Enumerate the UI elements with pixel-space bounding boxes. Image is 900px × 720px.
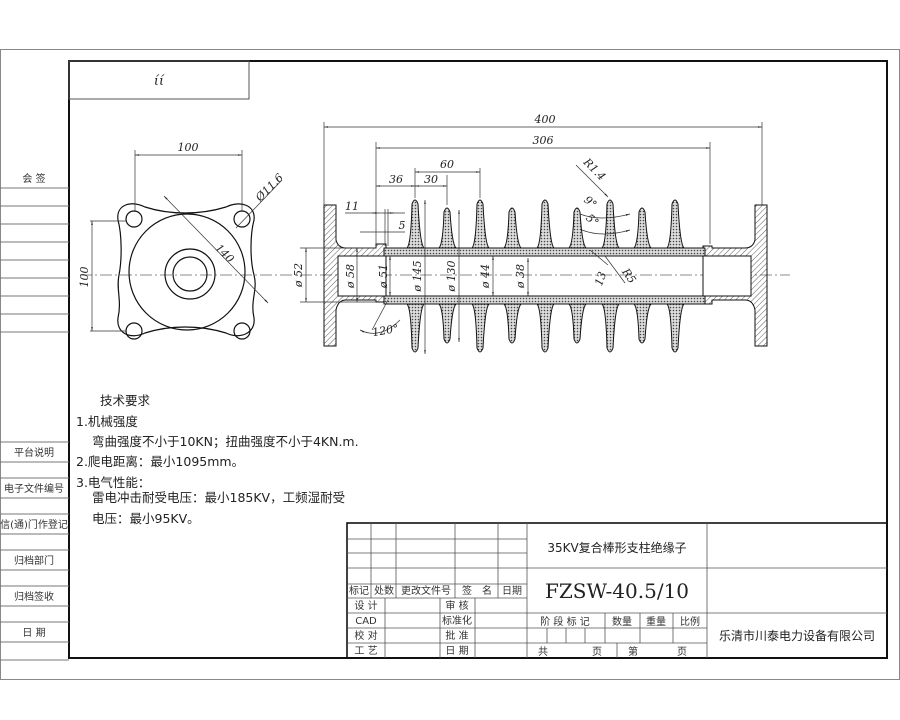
dim-hole: Ø11.6 [252, 171, 286, 205]
dim-11: 11 [345, 200, 359, 213]
requirement-line-6: 电压：最小95KV。 [92, 511, 200, 526]
weight-label: 重量 [646, 615, 666, 628]
total-label: 共 [538, 646, 548, 658]
flange-end-view [117, 203, 256, 340]
requirement-line-1: 1.机械强度 [76, 414, 138, 429]
left-strip-label-2: 电子文件编号 [4, 482, 64, 495]
sheet-page-label: 页 [677, 646, 687, 658]
outer-border [0, 49, 900, 680]
dim-d44: ø 44 [479, 264, 492, 289]
dim-angle: 120° [371, 322, 399, 339]
small-shed-2-upper [502, 207, 523, 249]
small-shed-4-upper [632, 207, 653, 249]
corner-mark-box: ίί [68, 60, 250, 100]
large-shed-3-lower [535, 303, 556, 353]
sign-approve-label: 批 准 [445, 629, 468, 642]
dim-13: 13 [592, 270, 609, 288]
small-shed-1-lower [437, 303, 458, 344]
sign-process-label: 工 艺 [354, 645, 377, 657]
sign-check-label: 校 对 [354, 629, 377, 642]
left-strip-label-5: 归档签收 [14, 590, 54, 603]
dim-d58: ø 58 [344, 264, 357, 289]
dim-shed-pitch: 60 [440, 158, 454, 171]
dim-first-offset: 36 [389, 173, 403, 186]
dim-overall-length: 400 [534, 113, 556, 126]
dim-d145: ø 145 [411, 260, 424, 292]
left-strip-label-6: 日 期 [22, 627, 45, 639]
sign-review-label: 审 核 [445, 599, 468, 612]
large-shed-4-upper [600, 199, 621, 249]
model-number: FZSW-40.5/10 [545, 579, 689, 603]
stage-mark-label: 阶 段 标 记 [540, 615, 590, 628]
large-shed-1-upper [405, 199, 426, 249]
product-name: 35KV复合棒形支柱绝缘子 [547, 540, 686, 555]
small-shed-3-lower [567, 303, 588, 344]
dim-d130: ø 130 [445, 260, 458, 292]
sheet-label: 第 [628, 645, 638, 658]
rev-header-doc-no: 更改文件号 [401, 584, 451, 597]
small-shed-1-upper [437, 207, 458, 249]
small-shed-4-lower [632, 303, 653, 344]
large-shed-1-lower [405, 303, 426, 353]
company-name: 乐清市川泰电力设备有限公司 [719, 628, 875, 643]
dim-d52: ø 52 [292, 263, 305, 288]
large-shed-4-lower [600, 303, 621, 353]
large-shed-2-upper [470, 199, 491, 249]
total-page-label: 页 [592, 646, 602, 658]
large-shed-5-upper [665, 199, 686, 249]
sign-design-label: 设 计 [354, 599, 377, 612]
quantity-label: 数量 [612, 615, 632, 628]
section-view [323, 204, 768, 347]
section-dimensions [300, 122, 763, 354]
rev-header-signature: 签 名 [462, 584, 492, 597]
dim-diagonal: 140 [212, 242, 236, 266]
title-block [346, 522, 888, 659]
dim-r5: R5 [619, 265, 639, 286]
left-strip-top-label: 会 签 [22, 172, 45, 185]
scale-label: 比例 [680, 615, 700, 628]
sign-date-label: 日 期 [445, 645, 468, 657]
large-shed-3-upper [535, 199, 556, 249]
sheds [405, 199, 686, 353]
rev-header-mark: 标记 [349, 585, 369, 597]
technical-requirements: 技术要求 1.机械强度 弯曲强度不小于10KN；扭曲强度不小于4KN.m. 2.… [76, 393, 359, 526]
left-strip-label-1: 平台说明 [14, 446, 54, 459]
corner-mark: ίί [154, 74, 165, 89]
small-shed-2-lower [502, 303, 523, 344]
dim-bolt-spacing-h: 100 [178, 141, 199, 154]
sign-standard-label: 标准化 [442, 614, 472, 627]
requirement-line-4: 3.电气性能： [76, 475, 150, 490]
requirement-line-5: 雷电冲击耐受电压：最小185KV，工频湿耐受 [92, 490, 345, 505]
dim-5: 5 [399, 219, 406, 232]
dim-d38: ø 38 [514, 264, 527, 289]
dim-bolt-spacing-v: 100 [78, 267, 91, 288]
left-strip-label-3: 信(通)门作登记 [0, 518, 68, 531]
large-shed-2-lower [470, 303, 491, 353]
left-strip-label-4: 归档部门 [14, 554, 54, 567]
dim-half-pitch: 30 [424, 173, 438, 186]
small-shed-3-upper [567, 207, 588, 249]
flange-dimensions [90, 150, 283, 332]
large-shed-5-lower [665, 303, 686, 353]
dim-5deg: 5° [583, 211, 601, 229]
rev-header-count: 处数 [374, 584, 394, 597]
rev-header-date: 日期 [502, 585, 522, 597]
sign-cad-label: CAD [355, 616, 377, 627]
dim-9deg: 9° [581, 193, 599, 211]
left-strip [0, 187, 69, 661]
dim-r14: R1.4 [580, 155, 608, 183]
requirements-title: 技术要求 [100, 393, 151, 408]
dim-shed-length: 306 [533, 134, 554, 147]
requirement-line-3: 2.爬电距离：最小1095mm。 [76, 454, 244, 469]
dim-d51: ø 51 [377, 264, 390, 289]
requirement-line-2: 弯曲强度不小于10KN；扭曲强度不小于4KN.m. [92, 434, 359, 449]
